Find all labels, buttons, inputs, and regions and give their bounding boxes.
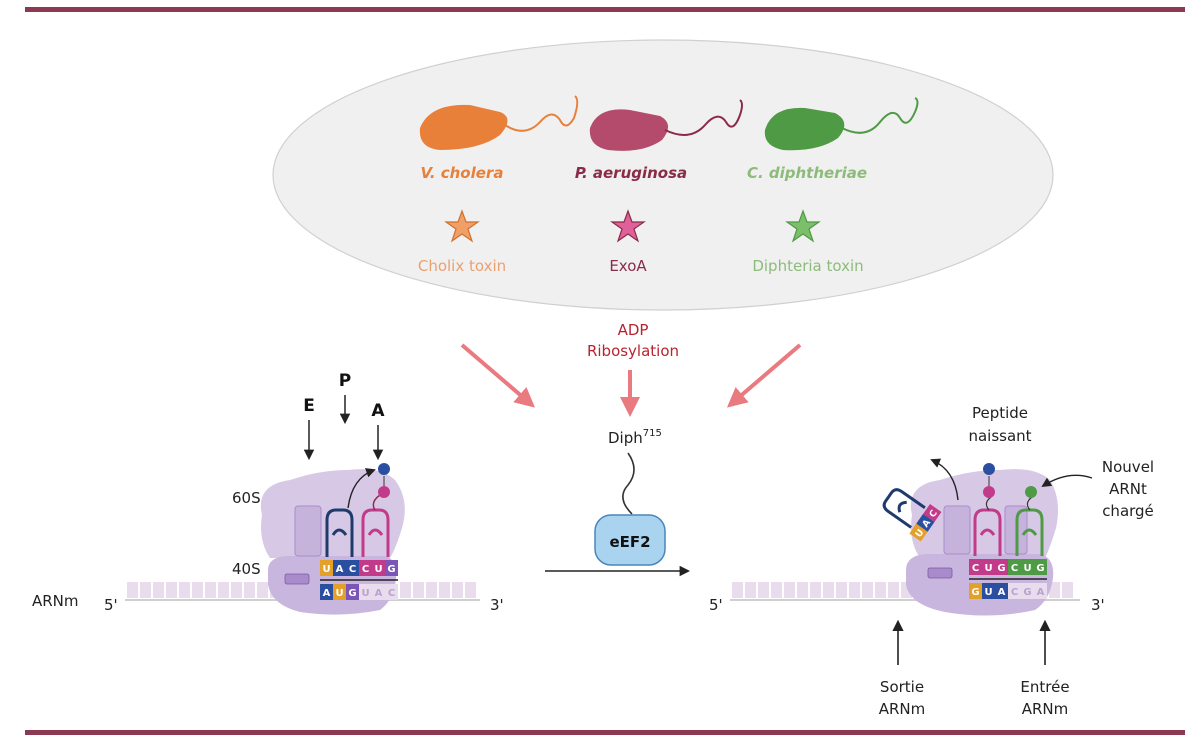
exit-label-line1: Sortie: [880, 678, 924, 696]
bacterium-name-c-diphtheriae: C. diphtheriae: [747, 164, 867, 182]
site-e-label: E: [303, 396, 315, 416]
star-icon-cholix: [444, 209, 480, 243]
diph-label: Diph715: [608, 428, 662, 447]
left-anticodon-0: U: [322, 564, 330, 575]
left-amino-acid-blue: [378, 463, 390, 475]
mrna-label: ARNm: [32, 592, 79, 610]
left-codon-4: A: [375, 588, 383, 599]
right-codon-0: G: [971, 587, 979, 598]
star-icon-exoa: [610, 209, 646, 243]
right-anticodon-row: C U G C U G: [969, 559, 1047, 575]
entry-label-line1: Entrée: [1020, 678, 1069, 696]
exit-label-line2: ARNm: [879, 700, 926, 718]
ribosylation-label: Ribosylation: [587, 342, 679, 360]
right-40s-notch: [927, 567, 953, 579]
diph-linker: [622, 452, 635, 515]
release-arrow: [930, 458, 959, 501]
bacterium-v-cholera-icon: [419, 95, 579, 150]
right-trna-p: [973, 508, 1002, 556]
right-codon-5: A: [1037, 587, 1045, 598]
left-codon-row: A U G U A C: [320, 584, 398, 600]
entry-label-line2: ARNm: [1022, 700, 1069, 718]
left-anticodon-5: G: [387, 564, 395, 575]
left-anticodon-3: C: [362, 564, 369, 575]
left-codon-5: C: [388, 588, 395, 599]
eef2-protein: [594, 514, 666, 566]
peptide-label-line2: naissant: [968, 427, 1031, 445]
label-60s: 60S: [232, 489, 261, 507]
left-three-prime: 3': [490, 596, 504, 614]
left-transfer-arrow: [347, 468, 376, 509]
right-five-prime: 5': [709, 596, 723, 614]
released-trna: U A C: [882, 488, 942, 542]
left-five-prime: 5': [104, 596, 118, 614]
site-p-label: P: [339, 371, 351, 391]
toxin-label-cholix: Cholix toxin: [418, 257, 506, 275]
new-trna-label-line1: Nouvel: [1102, 458, 1154, 476]
right-codon-4: G: [1023, 587, 1031, 598]
left-codon-0: A: [323, 588, 331, 599]
left-anticodon-2: C: [349, 564, 356, 575]
left-anticodon-row: U A C C U G: [320, 560, 398, 576]
red-arrow-right: [726, 343, 802, 408]
left-40s-notch: [284, 573, 310, 585]
site-a-label: A: [371, 401, 385, 421]
diph-superscript: 715: [643, 428, 662, 439]
toxin-label-exoa: ExoA: [609, 257, 647, 275]
right-anticodon-2: G: [997, 563, 1005, 574]
right-ribosome: C U G C U G G U A C G A: [730, 458, 1080, 616]
left-anticodon-1: A: [336, 564, 344, 575]
left-trna-p: [325, 508, 354, 557]
released-trna-base-1: A: [921, 518, 933, 529]
released-trna-base-2: C: [928, 508, 940, 519]
right-e-site-slot: [943, 505, 971, 555]
right-anticodon-5: G: [1036, 563, 1044, 574]
red-arrow-left: [460, 343, 536, 408]
bacterium-name-v-cholera: V. cholera: [421, 164, 504, 182]
right-peptide-linker: [985, 496, 992, 511]
right-amino-acid-blue: [983, 463, 995, 475]
bacterium-c-diphtheriae-icon: [764, 97, 919, 151]
left-anticodon-4: U: [374, 564, 382, 575]
new-trna-label-line2: ARNt: [1109, 480, 1147, 498]
left-e-site-slot: [294, 505, 322, 557]
label-40s: 40S: [232, 560, 261, 578]
right-amino-acid-green: [1025, 486, 1037, 498]
left-codon-2: G: [348, 588, 356, 599]
diph-base: Diph: [608, 429, 643, 447]
peptide-label-line1: Peptide: [972, 404, 1028, 422]
right-codon-2: A: [998, 587, 1006, 598]
bottom-border: [25, 730, 1185, 735]
released-trna-base-0: U: [914, 528, 926, 540]
right-codon-1: U: [984, 587, 992, 598]
new-trna-arrow: [1041, 474, 1093, 488]
bacterium-p-aeruginosa-icon: [589, 99, 743, 151]
right-codon-3: C: [1011, 587, 1018, 598]
eef2-label: eEF2: [609, 533, 650, 551]
new-trna-label-line3: chargé: [1102, 502, 1154, 520]
adp-label: ADP: [618, 321, 649, 339]
top-border: [25, 7, 1185, 12]
right-anticodon-4: U: [1023, 563, 1031, 574]
right-codon-row: G U A C G A: [969, 583, 1047, 599]
right-three-prime: 3': [1091, 596, 1105, 614]
left-trna-a: [361, 494, 390, 557]
star-icon-diphteria: [785, 209, 821, 243]
toxin-label-diphteria: Diphteria toxin: [752, 257, 863, 275]
right-anticodon-1: U: [984, 563, 992, 574]
left-amino-acid-pink: [378, 486, 390, 498]
right-anticodon-3: C: [1011, 563, 1018, 574]
left-ribosome: U A C C U G A U G U A C: [125, 463, 480, 615]
bacterium-name-p-aeruginosa: P. aeruginosa: [575, 164, 687, 182]
right-anticodon-0: C: [972, 563, 979, 574]
right-amino-acid-pink: [983, 486, 995, 498]
left-codon-3: U: [361, 588, 369, 599]
right-new-trna-linker: [1026, 496, 1033, 511]
left-codon-1: U: [335, 588, 343, 599]
left-60s-subunit: [260, 469, 405, 558]
